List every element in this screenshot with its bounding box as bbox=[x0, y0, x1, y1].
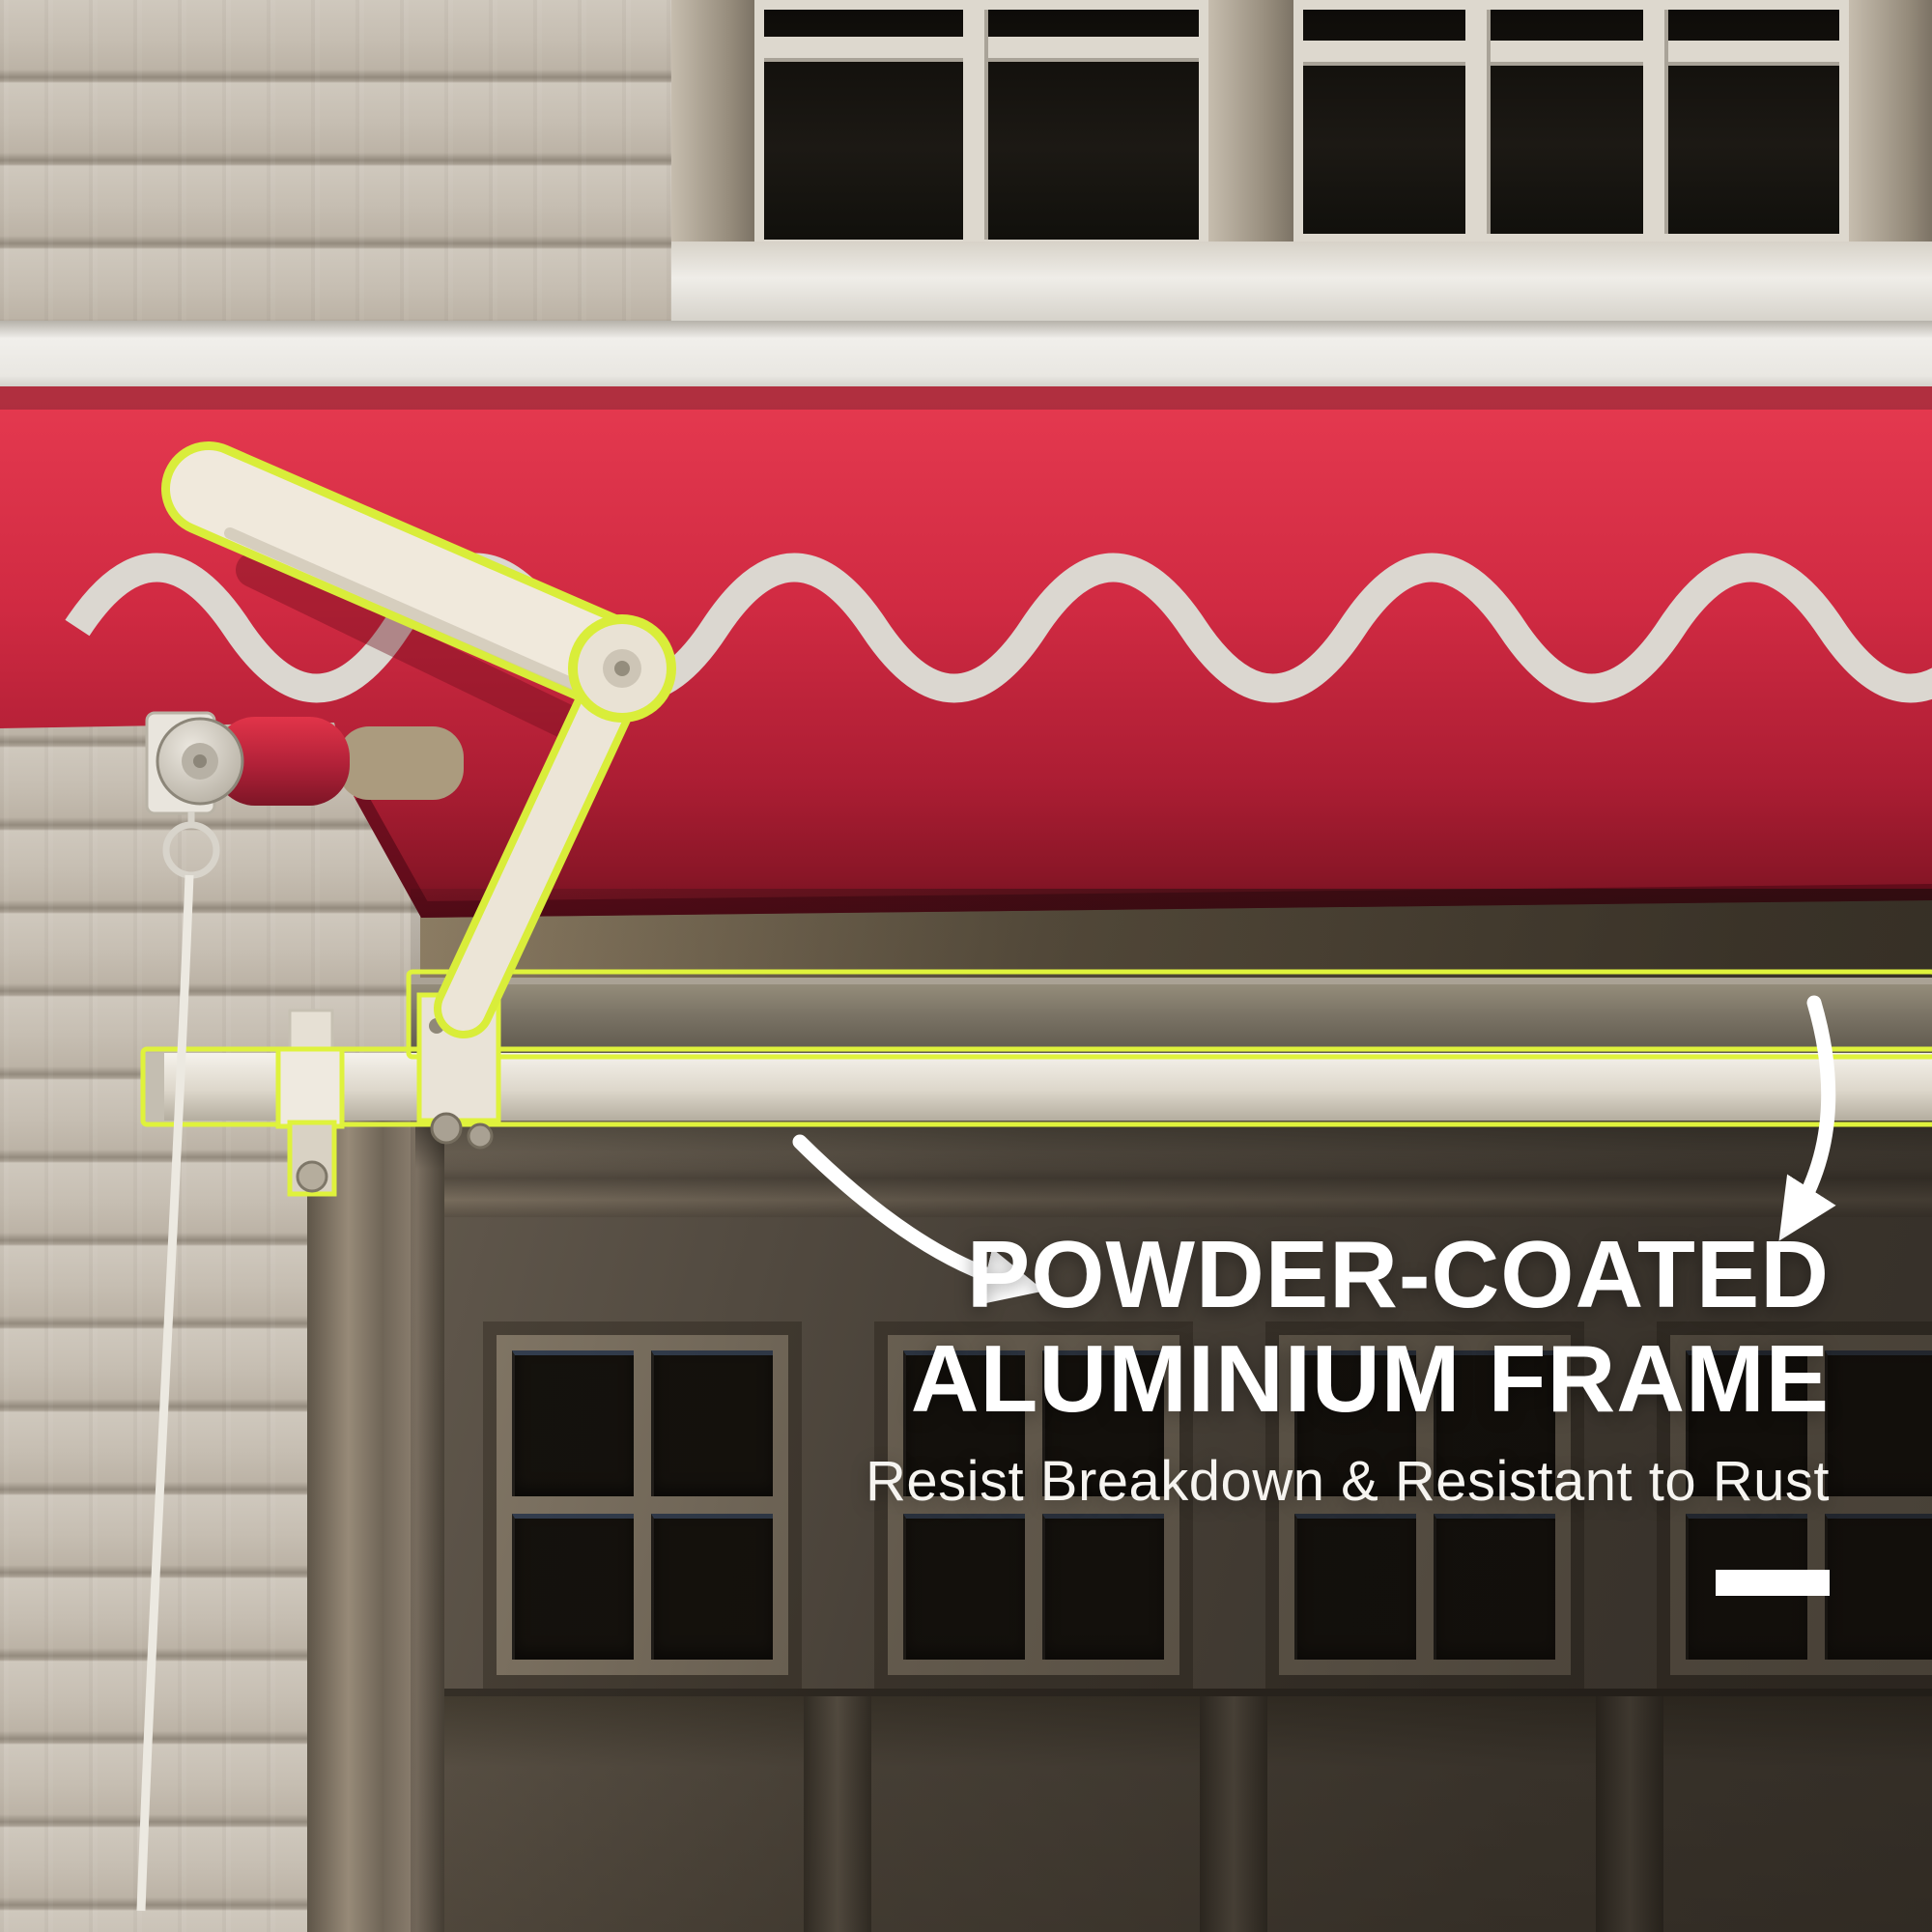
window-pillar-left bbox=[671, 0, 754, 249]
marketing-text-block: POWDER-COATED ALUMINIUM FRAME Resist Bre… bbox=[866, 1221, 1830, 1596]
upper-window-right bbox=[1293, 0, 1849, 243]
window-pillar-center bbox=[1208, 0, 1293, 249]
upper-window-block bbox=[671, 0, 1932, 333]
window-sill bbox=[671, 242, 1932, 333]
mounting-beam bbox=[0, 321, 1932, 402]
underline-dash bbox=[1716, 1569, 1830, 1596]
headline-line2: ALUMINIUM FRAME bbox=[910, 1324, 1830, 1432]
window-mullion-vertical bbox=[1643, 10, 1668, 234]
upper-window-left bbox=[754, 0, 1208, 249]
subheadline: Resist Breakdown & Resistant to Rust bbox=[866, 1449, 1830, 1513]
window-mullion-vertical bbox=[963, 10, 988, 240]
window-pillar-right bbox=[1849, 0, 1932, 249]
window-mullion-vertical bbox=[1465, 10, 1491, 234]
headline-line1: POWDER-COATED bbox=[966, 1221, 1830, 1327]
window-mullion-horizontal bbox=[1303, 41, 1839, 66]
